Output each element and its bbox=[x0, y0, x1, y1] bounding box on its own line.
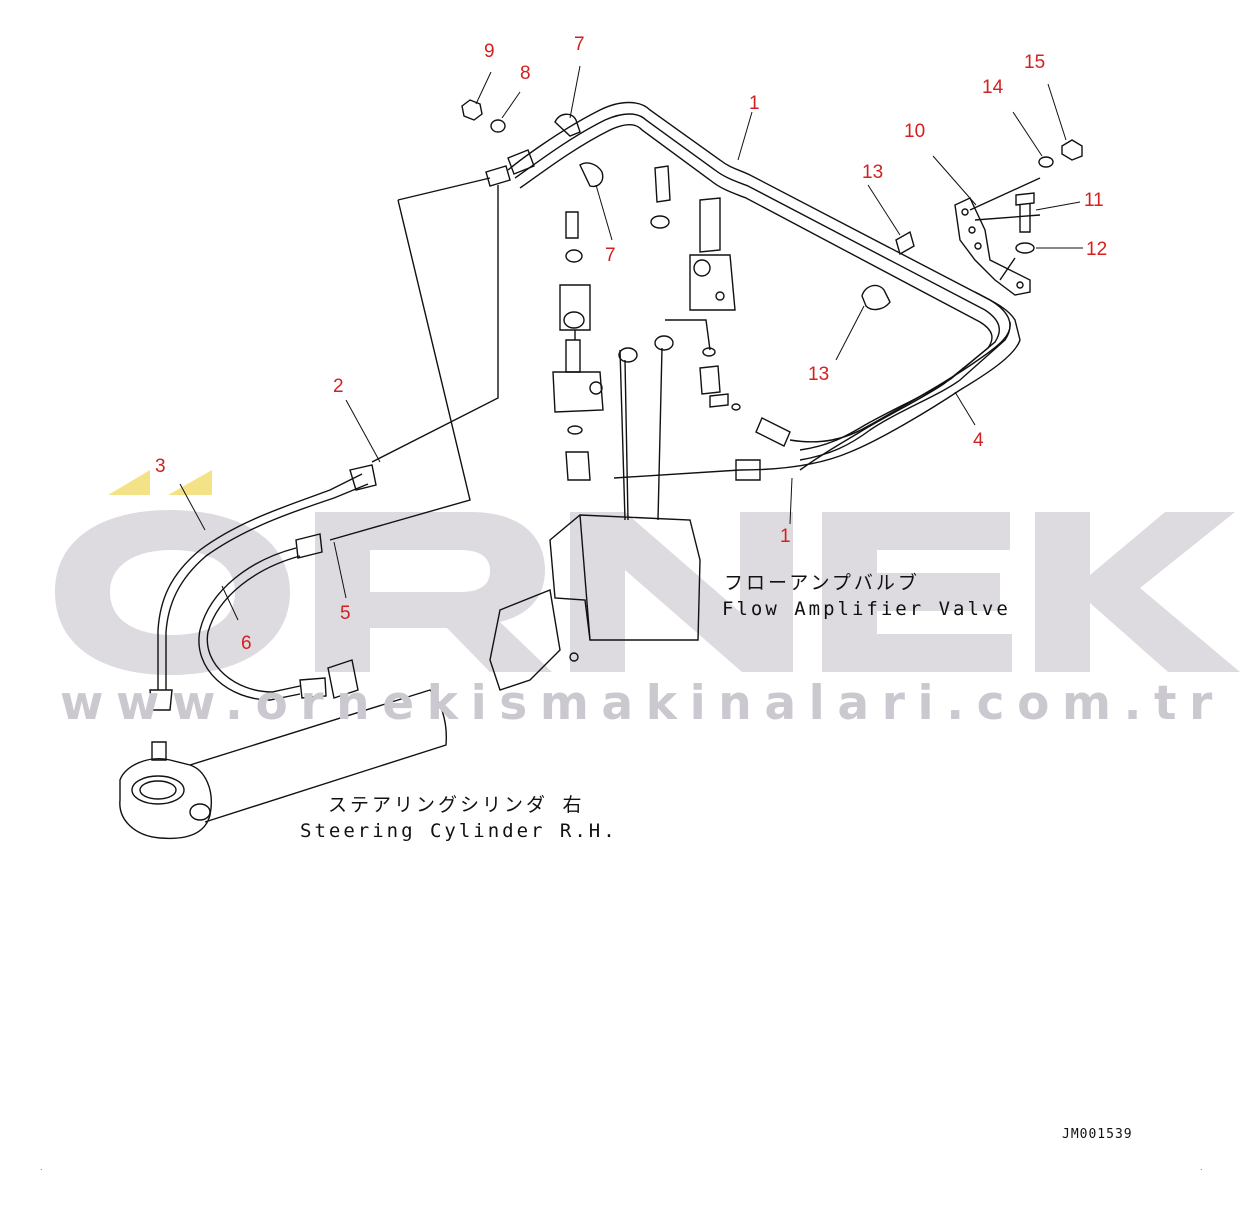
hose-6 bbox=[198, 547, 301, 701]
flow-amplifier-valve bbox=[549, 514, 701, 641]
clamp-13-top bbox=[895, 230, 915, 256]
bolt-11 bbox=[1015, 192, 1035, 233]
callout-3: 3 bbox=[155, 456, 166, 477]
corner-dot-right: . bbox=[1200, 1163, 1203, 1172]
watermark-accent-right bbox=[168, 470, 212, 495]
callout-13-top: 13 bbox=[862, 162, 884, 183]
steering-label-jp: ステアリングシリンダ 右 bbox=[328, 794, 585, 816]
washer-14 bbox=[1038, 156, 1054, 168]
callout-1-top: 1 bbox=[749, 93, 760, 114]
hose-3 bbox=[157, 473, 363, 690]
valve-fitting-right bbox=[699, 197, 721, 253]
valve-fitting-left bbox=[559, 284, 591, 331]
flow-valve-label-en: Flow Amplifier Valve bbox=[722, 598, 1011, 620]
callout-13-bottom: 13 bbox=[808, 364, 830, 385]
callout-leaders bbox=[179, 65, 1083, 621]
callout-9: 9 bbox=[484, 41, 495, 62]
callout-4: 4 bbox=[973, 430, 984, 451]
nut-9 bbox=[461, 99, 483, 121]
callout-11: 11 bbox=[1084, 190, 1104, 211]
watermark-accent-left bbox=[108, 470, 150, 495]
callout-2: 2 bbox=[333, 376, 344, 397]
drawing-code: JM001539 bbox=[1062, 1127, 1133, 1142]
watermark-letters bbox=[55, 510, 1240, 675]
washer-8 bbox=[490, 119, 506, 133]
valve-block-right bbox=[689, 254, 736, 311]
callout-5: 5 bbox=[340, 603, 351, 624]
callout-12: 12 bbox=[1086, 239, 1108, 260]
callout-10: 10 bbox=[904, 121, 926, 142]
callout-15: 15 bbox=[1024, 52, 1046, 73]
flow-valve-label-jp: フローアンプバルブ bbox=[724, 572, 920, 594]
clamp-7-top bbox=[554, 113, 581, 137]
callout-7-mid: 7 bbox=[605, 245, 616, 266]
callout-7-top: 7 bbox=[574, 34, 585, 55]
callout-8: 8 bbox=[520, 63, 531, 84]
line-art bbox=[119, 99, 1083, 840]
tube-4 bbox=[739, 291, 1021, 471]
callout-1-bottom: 1 bbox=[780, 526, 791, 547]
corner-dot-left: . bbox=[40, 1163, 43, 1172]
washer-12 bbox=[1015, 242, 1035, 254]
callout-6: 6 bbox=[241, 633, 252, 654]
valve-block-left bbox=[552, 371, 604, 413]
bracket-10 bbox=[954, 197, 1031, 296]
callout-14: 14 bbox=[982, 77, 1004, 98]
nut-15 bbox=[1061, 139, 1083, 161]
watermark-url: www.ornekismakinalari.com.tr bbox=[60, 676, 1225, 731]
clamp-7-mid bbox=[579, 162, 604, 188]
clamp-13-bottom bbox=[861, 284, 891, 311]
steering-label-en: Steering Cylinder R.H. bbox=[300, 820, 618, 842]
